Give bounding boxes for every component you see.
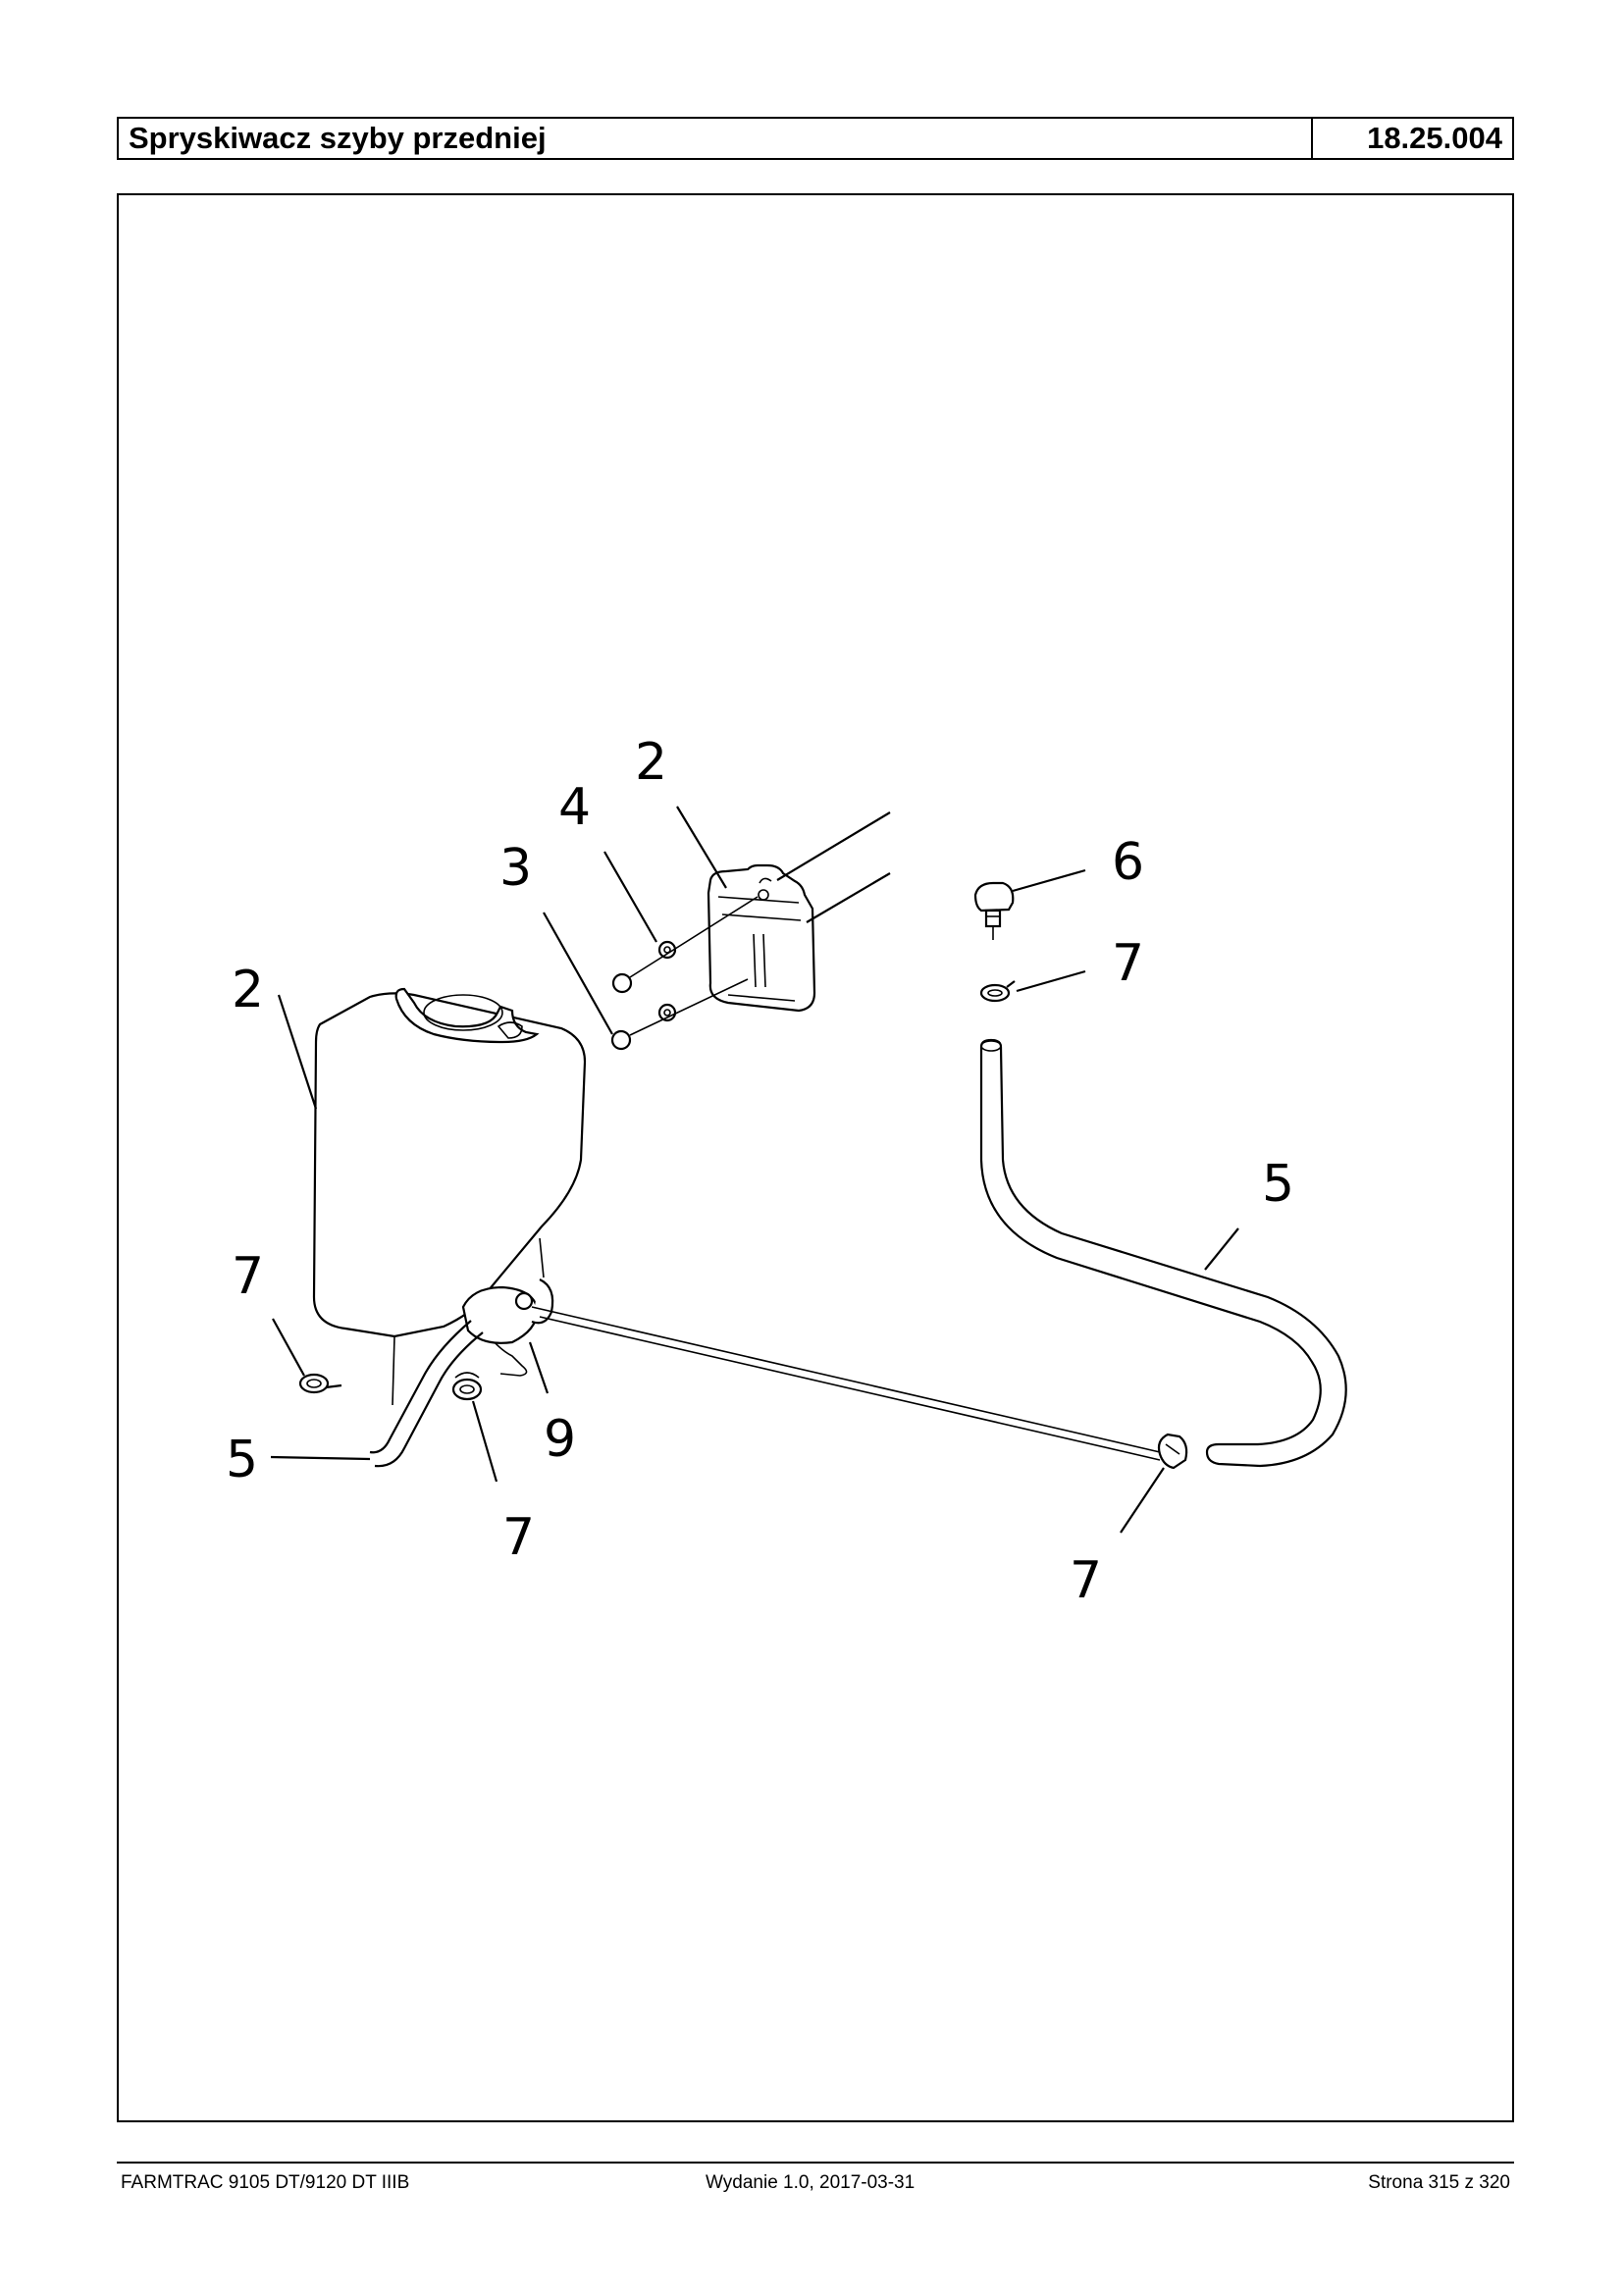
footer-model: FARMTRAC 9105 DT/9120 DT IIIB [121,2172,410,2193]
title-bar: Spryskiwacz szyby przedniej 18.25.004 [117,117,1514,160]
footer-page-number: Strona 315 z 320 [1368,2172,1510,2193]
callout-2-tank: 2 [232,961,264,1019]
bolt-upper [611,896,759,994]
hose-left [369,1320,484,1468]
hose-right [979,1038,1347,1468]
clamp-left [298,1373,342,1394]
callout-4: 4 [558,778,591,837]
thin-tube [531,1306,1161,1453]
callout-5-left: 5 [226,1431,258,1489]
callout-7-left: 7 [232,1247,264,1306]
callout-9: 9 [544,1410,576,1469]
mounting-bracket [707,811,891,1013]
callout-7-right: 7 [1070,1551,1102,1610]
clamp-bottom [451,1372,483,1401]
clamp-nozzle [979,980,1016,1003]
washer-nozzle [973,881,1015,940]
callout-7-nozzle: 7 [1112,934,1144,993]
clamp-right [1157,1433,1188,1470]
bolt-lower [610,978,749,1051]
washer-fluid-tank [312,987,587,1406]
leader-lines [270,806,1239,1534]
callout-7-bottom: 7 [502,1508,535,1567]
callout-2-bracket: 2 [635,733,667,792]
page-title: Spryskiwacz szyby przedniej [119,119,1313,158]
callout-6: 6 [1112,833,1144,892]
callout-3: 3 [499,839,532,898]
page-footer: FARMTRAC 9105 DT/9120 DT IIIB Wydanie 1.… [117,2162,1514,2203]
footer-edition: Wydanie 1.0, 2017-03-31 [706,2172,916,2193]
exploded-parts-diagram: 2 4 3 2 6 7 5 7 5 9 7 7 [226,733,1347,1610]
callout-5-right: 5 [1262,1155,1294,1214]
drawing-frame: 2 4 3 2 6 7 5 7 5 9 7 7 [117,193,1514,2122]
section-code: 18.25.004 [1367,121,1502,155]
